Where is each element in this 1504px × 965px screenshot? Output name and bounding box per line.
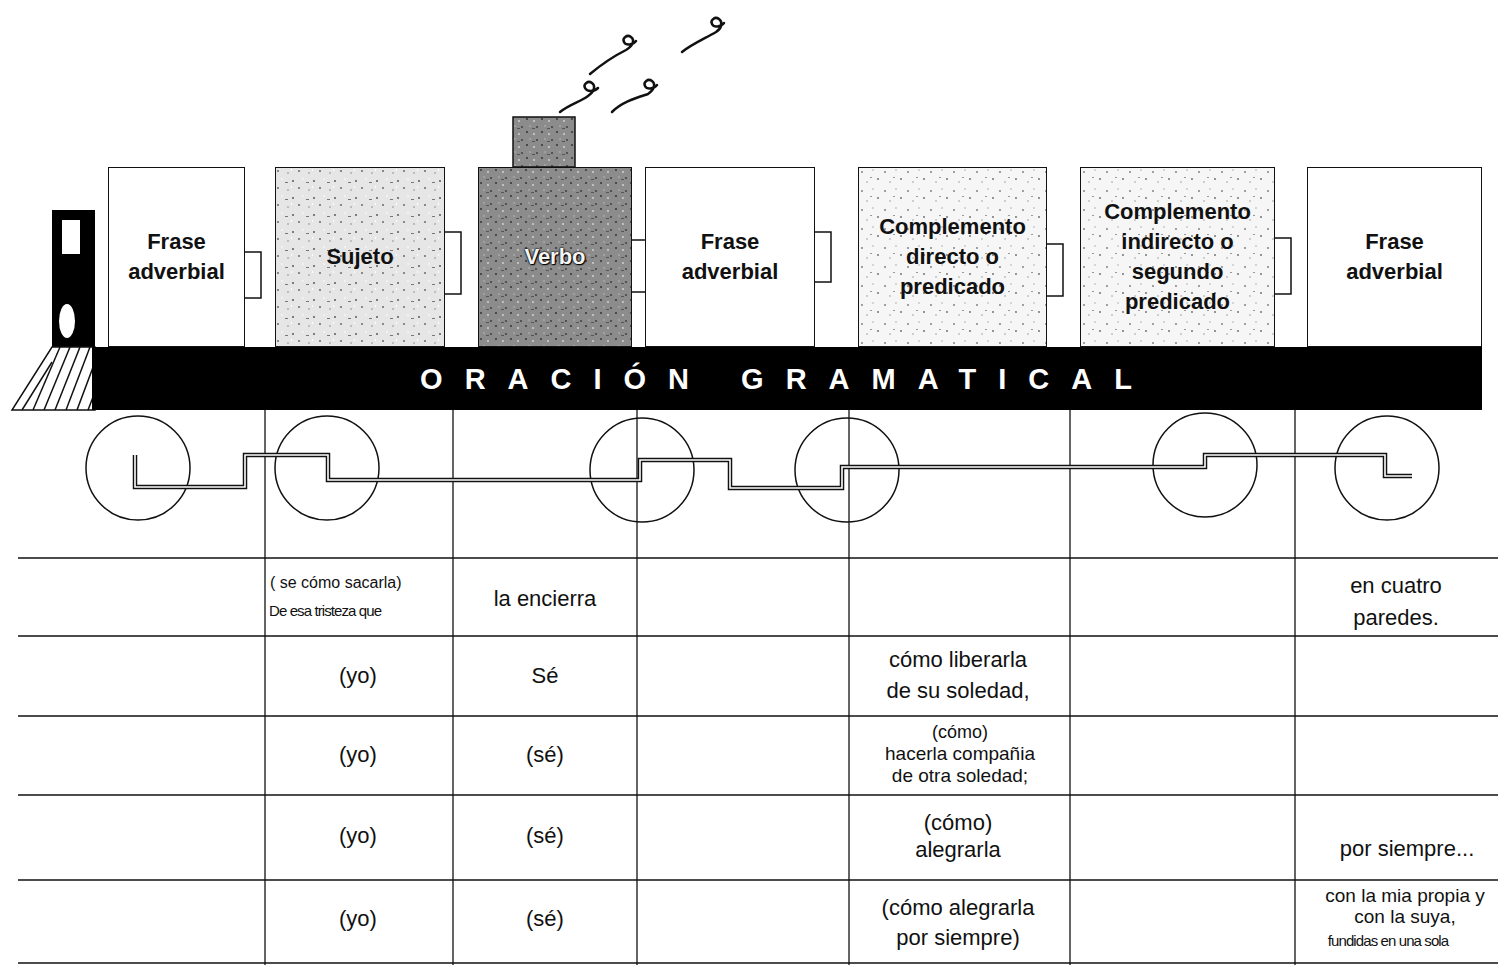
table-cell-text: Sé	[470, 663, 620, 689]
column-line	[848, 410, 849, 965]
car-label: Frase adverbial	[117, 227, 237, 287]
table-cell-text: la encierra	[456, 586, 634, 612]
wheel	[86, 416, 190, 520]
wheels	[86, 413, 1439, 522]
band-title: ORACIÓN GRAMATICAL	[137, 362, 1437, 396]
car-coupling	[243, 252, 261, 298]
table-cell-text: De esa tristeza que	[269, 602, 449, 620]
car-label: Frase adverbial	[670, 227, 790, 287]
table-cell-text: fundidas en una sola	[1298, 932, 1478, 950]
column-line	[452, 410, 453, 965]
car-coupling	[813, 232, 831, 282]
hatch-line	[55, 347, 80, 410]
column-line	[1294, 410, 1295, 965]
cowcatcher	[12, 347, 95, 410]
texture-fill	[479, 168, 631, 346]
table-cell-text: (sé)	[470, 742, 620, 768]
locomotive-window	[62, 220, 80, 254]
row-line	[18, 715, 1498, 716]
table-cell-text: (yo)	[283, 742, 433, 768]
car-coupling	[1045, 244, 1063, 296]
train-car: Verbo	[478, 167, 632, 347]
table-cell-text: por siempre...	[1312, 836, 1502, 862]
table-grid	[18, 410, 1498, 965]
row-line	[18, 557, 1498, 558]
car-label: Frase adverbial	[1335, 227, 1455, 287]
texture-fill	[1081, 168, 1274, 346]
smoke-puff	[612, 80, 657, 112]
column-line	[636, 410, 637, 965]
car-label: Complemento directo o predicado	[868, 212, 1038, 302]
table-cell-text: (cómo alegrarla por siempre)	[873, 893, 1043, 953]
table-cell-text: ( se cómo sacarla)	[270, 573, 450, 592]
table-cell-text: con la mia propia y con la suya,	[1316, 885, 1494, 927]
column-line	[1069, 410, 1070, 965]
train-car: Frase adverbial	[645, 167, 815, 347]
table-cell-text: (yo)	[283, 906, 433, 932]
table-cell-text: (cómo)	[880, 722, 1040, 742]
car-label: Complemento indirecto o segundo predicad…	[1089, 197, 1267, 317]
train-car: Frase adverbial	[108, 167, 245, 347]
chimney	[513, 117, 575, 167]
table-cell-text: hacerla compañia de otra soledad;	[878, 743, 1043, 787]
sentence-band: ORACIÓN GRAMATICAL	[92, 347, 1482, 410]
train-car: Frase adverbial	[1307, 167, 1482, 347]
row-line	[18, 794, 1498, 795]
row-line	[18, 879, 1498, 880]
table-cell-text: (sé)	[470, 823, 620, 849]
table-cell-text: (sé)	[470, 906, 620, 932]
train-car: Complemento indirecto o segundo predicad…	[1080, 167, 1275, 347]
smoke-puffs	[560, 18, 724, 112]
smoke-puff	[682, 18, 724, 52]
train-car: Sujeto	[275, 167, 445, 347]
table-cell-text: alegrarla	[878, 837, 1038, 863]
car-coupling	[1273, 238, 1291, 294]
hatch-line	[33, 347, 60, 410]
table-cell-text: (yo)	[283, 663, 433, 689]
train-car: Complemento directo o predicado	[858, 167, 1047, 347]
locomotive-front	[52, 210, 95, 347]
row-line	[18, 635, 1498, 636]
wheel	[795, 418, 899, 522]
hatch-line	[44, 347, 70, 410]
row-line	[18, 962, 1498, 963]
locomotive-lamp	[59, 304, 75, 338]
car-coupling	[443, 232, 461, 294]
table-cell-text: en cuatro paredes.	[1321, 570, 1471, 634]
texture-fill	[276, 168, 444, 346]
table-cell-text: (yo)	[283, 823, 433, 849]
table-cell-text: cómo liberarla de su soledad,	[878, 644, 1038, 706]
cowcatcher-outline	[12, 347, 95, 410]
table-cell-text: (cómo)	[878, 810, 1038, 836]
connecting-rod-core	[135, 455, 1412, 488]
car-label: Sujeto	[285, 242, 435, 272]
smoke-puff	[560, 82, 598, 112]
column-line	[264, 410, 265, 965]
texture-fill	[859, 168, 1046, 346]
car-texture	[1081, 168, 1274, 346]
connecting-rod	[135, 455, 1412, 488]
hatch-line	[66, 347, 90, 410]
car-label: Verbo	[485, 242, 625, 272]
smoke-puff	[590, 36, 636, 74]
